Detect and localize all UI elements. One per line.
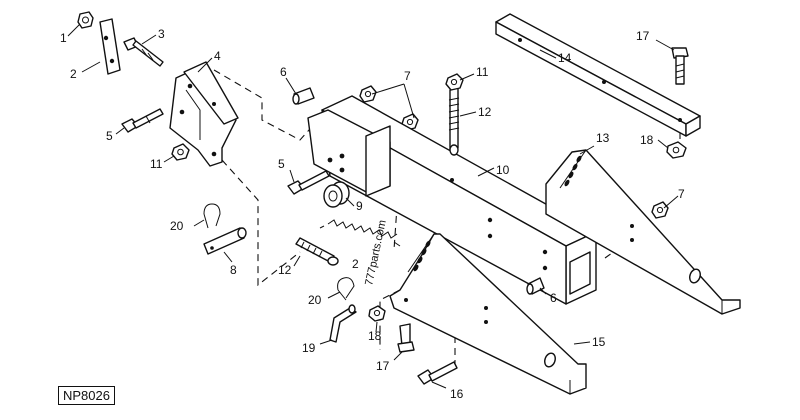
part-eyebolt-12-lower (295, 237, 339, 266)
callout-7-right: 7 (678, 187, 685, 201)
callout-15: 15 (592, 335, 606, 349)
callout-9: 9 (356, 199, 363, 213)
callout-5-lower: 5 (278, 157, 285, 171)
callout-12-lower: 12 (278, 263, 292, 277)
callout-13: 13 (596, 131, 610, 145)
leader-lines (67, 23, 679, 389)
part-bolt-5-lower (287, 170, 330, 195)
callout-labels: 1 2 3 4 5 11 6 7 11 12 10 5 9 13 14 17 1… (60, 27, 685, 401)
callout-7: 7 (404, 69, 411, 83)
part-locknut-18-upper (666, 141, 687, 159)
part-nut-1 (77, 11, 94, 29)
callout-3: 3 (158, 27, 165, 41)
watermark: 777parts.com (363, 219, 389, 287)
part-eyebolt-12-upper (448, 87, 460, 156)
callout-19: 19 (302, 341, 316, 355)
part-locknut-18-lower (368, 305, 386, 322)
callout-14: 14 (558, 51, 572, 65)
part-nut-7-right (651, 201, 669, 219)
part-bolt-3 (123, 37, 164, 67)
callout-16: 16 (450, 387, 464, 401)
part-spacer-6-lower (526, 277, 545, 295)
part-bolt-17-upper (671, 47, 689, 85)
callout-20-lower: 20 (308, 293, 322, 307)
callout-18-lower: 18 (368, 329, 382, 343)
part-nut-11-left (171, 143, 190, 161)
part-rail-end-plate (307, 109, 391, 197)
callout-10: 10 (496, 163, 510, 177)
part-bolt-5-upper (121, 108, 164, 133)
callout-4: 4 (214, 49, 221, 63)
part-nut-11-upper (445, 73, 464, 91)
callout-5: 5 (106, 129, 113, 143)
callout-2-spring: 2 (352, 257, 359, 271)
callout-8: 8 (230, 263, 237, 277)
part-spacer-6-upper (292, 87, 315, 105)
callout-6: 6 (280, 65, 287, 79)
part-strap-plate (99, 18, 121, 75)
part-bracket-4 (169, 61, 239, 167)
callout-17-upper: 17 (636, 29, 650, 43)
part-spring-2 (319, 219, 401, 247)
callout-6-lower: 6 (550, 291, 557, 305)
part-hairpin-20-lower (337, 277, 355, 301)
callout-17-lower: 17 (376, 359, 390, 373)
callout-12-upper: 12 (478, 105, 492, 119)
part-gusset-plate-13 (545, 149, 741, 315)
part-handle-pin-19 (329, 304, 357, 343)
callout-11-upper: 11 (476, 65, 489, 79)
figure-label: NP8026 (58, 386, 115, 405)
callout-20-upper: 20 (170, 219, 184, 233)
part-gusset-plate-15 (389, 233, 587, 395)
part-angle-bar-14 (495, 13, 701, 137)
part-bushing-9 (323, 181, 350, 208)
part-bolt-16 (417, 361, 458, 385)
callout-1: 1 (60, 31, 67, 45)
part-hairpin-20-upper (203, 203, 221, 229)
part-bolt-17-lower (397, 323, 415, 353)
callout-18-upper: 18 (640, 133, 654, 147)
callout-11: 11 (150, 157, 163, 171)
callout-2: 2 (70, 67, 77, 81)
part-pin-8 (203, 227, 247, 255)
